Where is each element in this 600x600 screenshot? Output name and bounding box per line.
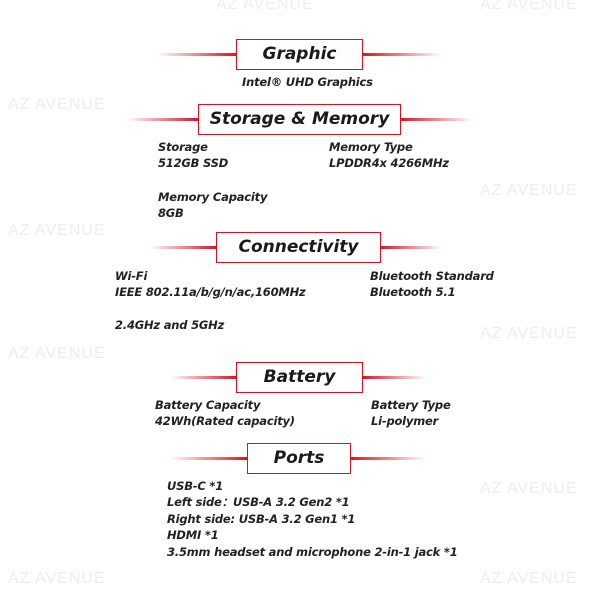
watermark: AZ AVENUE xyxy=(216,0,314,13)
watermark: AZ AVENUE xyxy=(8,345,106,362)
memory-type-label: Memory Type xyxy=(329,140,413,154)
memory-capacity-label: Memory Capacity xyxy=(158,190,268,204)
watermark: AZ AVENUE xyxy=(480,570,578,587)
watermark: AZ AVENUE xyxy=(480,0,578,13)
section-header-ports: Ports xyxy=(0,443,600,474)
watermark: AZ AVENUE xyxy=(8,222,106,239)
memory-type-value: LPDDR4x 4266MHz xyxy=(329,156,449,170)
storage-value: 512GB SSD xyxy=(158,156,229,170)
divider-line xyxy=(150,246,217,249)
section-header-connectivity: Connectivity xyxy=(0,232,600,263)
divider-line xyxy=(380,246,442,249)
battery-type-value: Li-polymer xyxy=(371,414,439,428)
port-item: Right side: USB-A 3.2 Gen1 *1 xyxy=(167,512,356,526)
port-item: HDMI *1 xyxy=(167,528,219,542)
section-title: Graphic xyxy=(236,39,363,70)
divider-line xyxy=(157,53,237,56)
divider-line xyxy=(127,118,199,121)
divider-line xyxy=(362,53,442,56)
section-title: Storage & Memory xyxy=(198,104,401,135)
port-item: 3.5mm headset and microphone 2-in-1 jack… xyxy=(167,545,458,559)
section-title: Battery xyxy=(236,362,363,393)
section-title: Ports xyxy=(247,443,351,474)
divider-line xyxy=(362,376,426,379)
battery-capacity-label: Battery Capacity xyxy=(155,398,261,412)
storage-label: Storage xyxy=(158,140,208,154)
wifi-value: IEEE 802.11a/b/g/n/ac,160MHz xyxy=(115,285,306,299)
memory-capacity-value: 8GB xyxy=(158,206,184,220)
wifi-label: Wi-Fi xyxy=(115,269,148,283)
divider-line xyxy=(350,457,426,460)
section-header-graphic: Graphic xyxy=(0,39,600,70)
watermark: AZ AVENUE xyxy=(8,96,106,113)
wifi-band: 2.4GHz and 5GHz xyxy=(115,318,225,332)
section-header-battery: Battery xyxy=(0,362,600,393)
graphic-value: Intel® UHD Graphics xyxy=(242,75,373,89)
watermark: AZ AVENUE xyxy=(480,325,578,342)
section-title: Connectivity xyxy=(216,232,381,263)
divider-line xyxy=(170,376,237,379)
watermark: AZ AVENUE xyxy=(480,182,578,199)
watermark: AZ AVENUE xyxy=(480,480,578,497)
battery-type-label: Battery Type xyxy=(371,398,451,412)
watermark: AZ AVENUE xyxy=(8,570,106,587)
bluetooth-value: Bluetooth 5.1 xyxy=(370,285,456,299)
port-item: USB-C *1 xyxy=(167,479,224,493)
divider-line xyxy=(170,457,248,460)
divider-line xyxy=(400,118,472,121)
battery-capacity-value: 42Wh(Rated capacity) xyxy=(155,414,295,428)
port-item: Left side：USB-A 3.2 Gen2 *1 xyxy=(167,495,350,509)
bluetooth-label: Bluetooth Standard xyxy=(370,269,494,283)
section-header-storage: Storage & Memory xyxy=(0,104,600,135)
